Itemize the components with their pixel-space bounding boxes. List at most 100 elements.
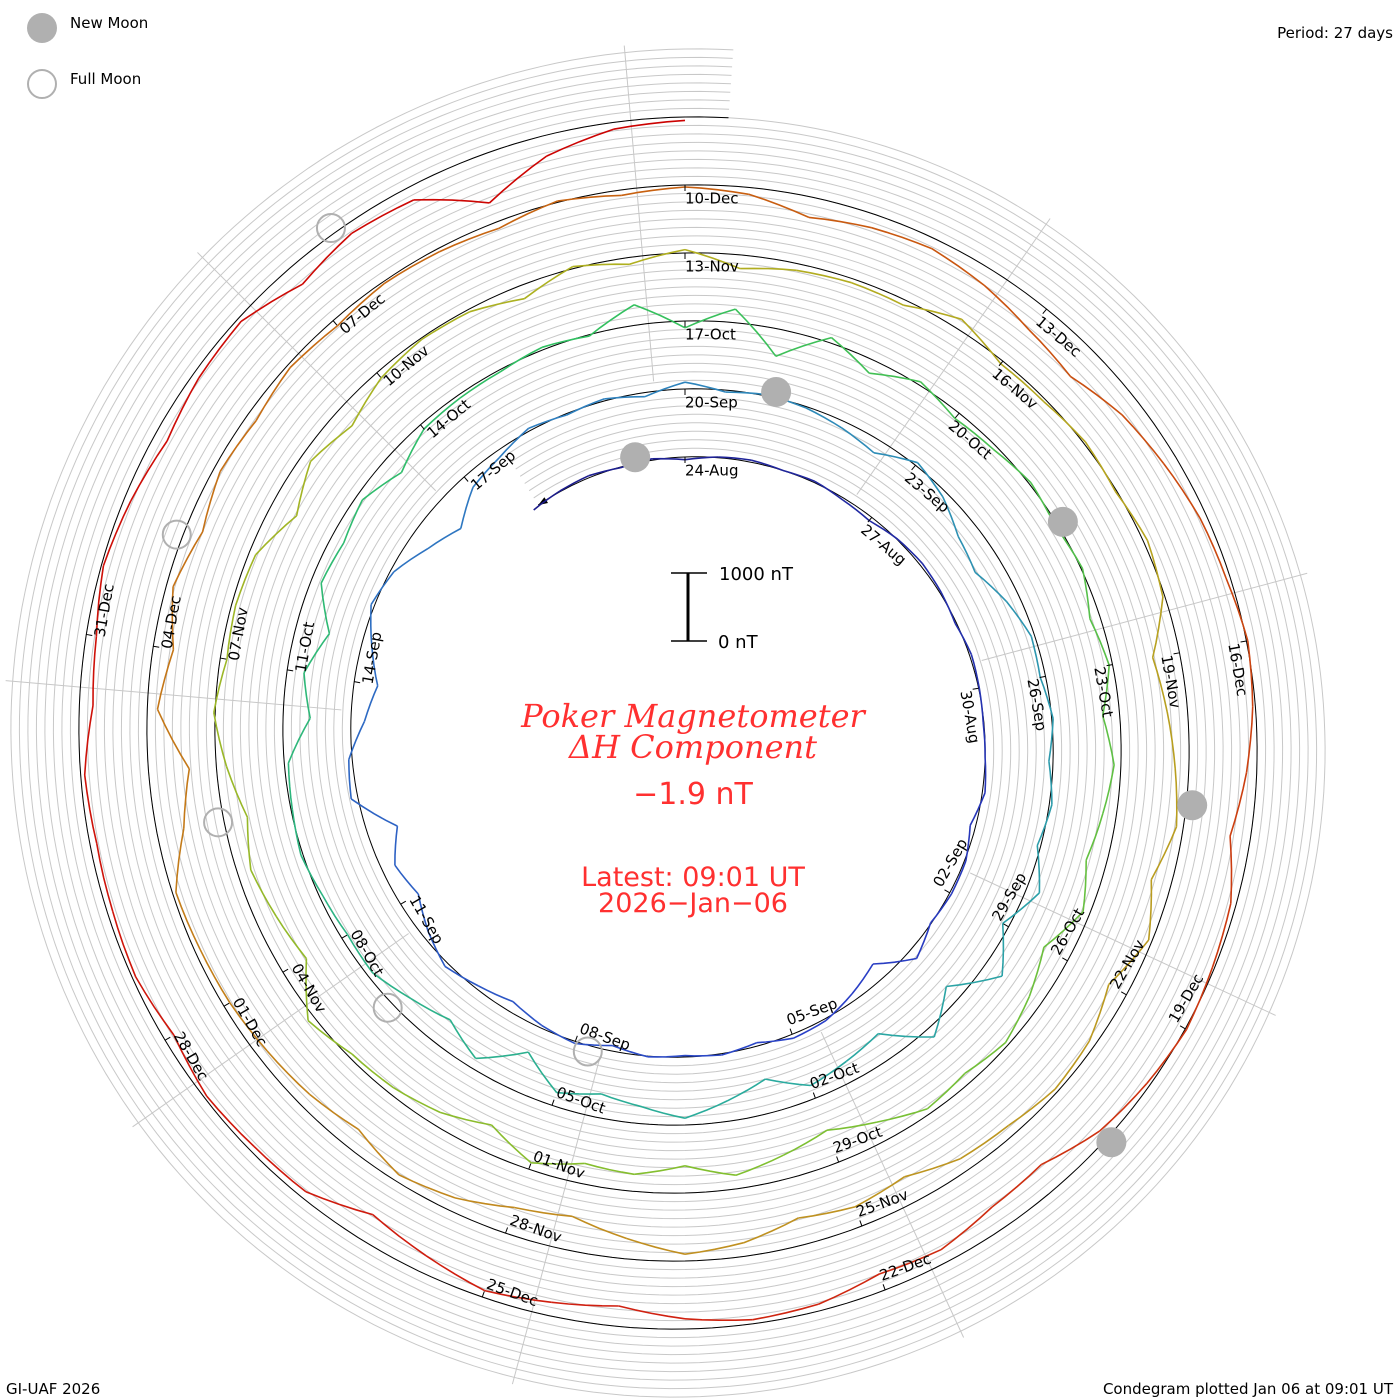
trace-segment <box>1185 967 1214 1030</box>
trace-segment <box>940 591 956 624</box>
date-label: 17-Oct <box>685 326 736 344</box>
trace-segment <box>83 774 98 844</box>
trace-segment <box>946 975 1003 988</box>
trace-segment <box>469 297 525 313</box>
trace-segment <box>1054 1040 1091 1090</box>
date-tick <box>332 320 338 326</box>
trace-segment <box>417 893 429 932</box>
trace-segment <box>851 281 904 306</box>
trace-segment <box>751 459 784 472</box>
trace-segment <box>684 456 719 461</box>
trace-segment <box>275 915 308 960</box>
trace-segment <box>348 759 352 799</box>
grid-spoke <box>5 680 342 711</box>
trace-segment <box>869 372 921 383</box>
new-moon-legend-label: New Moon <box>70 14 148 32</box>
trace-segment <box>1030 636 1041 678</box>
trace-segment <box>488 155 548 204</box>
trace-segment <box>130 440 168 502</box>
trace-segment <box>1084 441 1117 492</box>
trace-segment <box>1211 903 1232 968</box>
trace-segment <box>421 310 471 341</box>
trace-segment <box>718 456 752 461</box>
trace-segment <box>684 1054 722 1057</box>
date-tick <box>882 1284 886 1291</box>
trace-segment <box>897 538 923 564</box>
trace-segment <box>915 922 932 959</box>
trace-segment <box>588 466 621 477</box>
trace-segment <box>1040 1130 1101 1166</box>
trace-segment <box>1088 984 1110 1042</box>
date-tick <box>812 1092 816 1099</box>
trace-segment <box>641 1106 686 1119</box>
grid-lines <box>5 45 1326 1398</box>
trace-segment <box>826 1121 878 1131</box>
trace-segment <box>83 705 94 776</box>
trace-segment <box>1081 568 1091 619</box>
date-label: 26-Sep <box>1023 677 1050 732</box>
date-label: 01-Nov <box>531 1147 588 1182</box>
trace-segment <box>1028 329 1072 377</box>
trace-segment <box>954 623 973 655</box>
moon-markers <box>161 213 1208 1158</box>
trace-segment <box>459 371 501 399</box>
trace-segment <box>310 425 353 462</box>
start-arrow-icon <box>538 497 549 506</box>
trace-segment <box>991 1164 1042 1208</box>
trace-segment <box>498 200 558 230</box>
grid-spoke <box>132 933 409 1128</box>
date-tick <box>944 889 950 894</box>
trace-segment <box>793 1019 827 1039</box>
trace-segment <box>1082 860 1087 912</box>
date-label: 30-Aug <box>956 689 983 745</box>
trace-segment <box>740 267 797 272</box>
trace-segment <box>301 232 353 285</box>
full-moon-icon <box>572 1036 603 1067</box>
trace-segment <box>734 308 777 357</box>
trace-segment <box>498 427 530 459</box>
trace-segment <box>559 474 590 492</box>
trace-segment <box>796 269 852 284</box>
trace-segment <box>102 500 132 567</box>
trace-segment <box>225 766 249 818</box>
trace-segment <box>1008 1088 1056 1127</box>
new-moon-icon <box>1047 506 1078 537</box>
trace-segment <box>726 1078 766 1102</box>
date-tick <box>354 681 361 684</box>
trace-segment <box>541 1024 575 1045</box>
trace-segment <box>307 1019 353 1055</box>
trace-segment <box>1225 577 1249 642</box>
trace-segment <box>533 490 561 511</box>
trace-segment <box>371 646 379 686</box>
trace-segment <box>684 308 736 329</box>
date-tick <box>954 412 960 419</box>
full-moon-icon <box>161 519 192 550</box>
trace-segment <box>634 1165 686 1176</box>
trace-segment <box>514 1206 573 1218</box>
current-value: −1.9 nT <box>633 777 753 812</box>
trace-segment <box>1108 939 1150 986</box>
trace-segment <box>384 250 441 284</box>
grid-spiral <box>44 82 1292 1364</box>
trace-segment <box>491 1124 532 1164</box>
trace-segment <box>621 186 686 197</box>
grid-spoke <box>511 1058 601 1385</box>
period-label: Period: 27 days <box>1277 24 1393 42</box>
trace-segment <box>460 487 474 529</box>
date-tick <box>1062 957 1068 962</box>
trace-segment <box>1000 363 1045 403</box>
trace-segment <box>309 1093 359 1130</box>
trace-segment <box>255 515 298 556</box>
grid-spiral <box>69 107 1267 1339</box>
grid-spoke <box>981 572 1308 661</box>
trace-segment <box>1145 1029 1188 1085</box>
trace-segment <box>300 854 324 897</box>
trace-segment <box>1039 677 1054 719</box>
scale-bar <box>671 572 707 642</box>
trace-segment <box>613 119 686 130</box>
trace-segment <box>974 571 1007 602</box>
trace-segment <box>423 397 461 430</box>
full-moon-icon <box>203 807 234 838</box>
grid-spoke <box>970 872 1276 1016</box>
